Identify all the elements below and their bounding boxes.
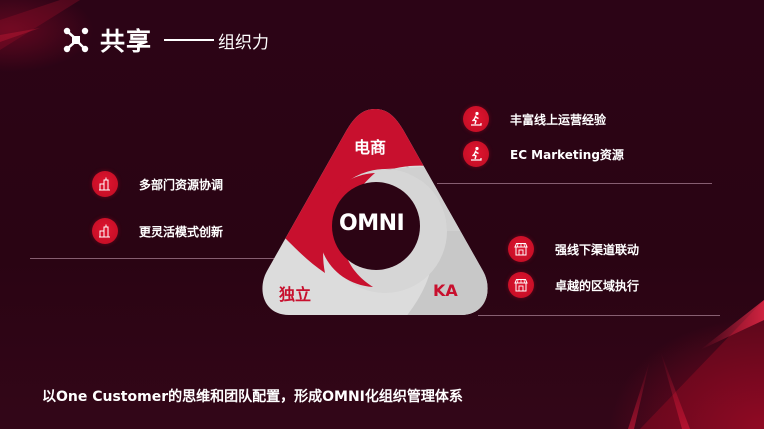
omni-center-label: OMNI [339, 211, 405, 236]
runner-icon [463, 106, 489, 132]
slide-header: 共享 组织力 [62, 22, 269, 58]
ecommerce-item-label: 丰富线上运营经验 [510, 112, 607, 127]
independent-item-2: 更灵活模式创新 [92, 218, 223, 244]
ecommerce-item-label: EC Marketing资源 [510, 147, 624, 162]
segment-label-ecommerce: 电商 [354, 138, 387, 157]
triangle-shape [262, 109, 488, 315]
ka-item-2: 卓越的区域执行 [508, 272, 639, 298]
buildings-icon [92, 171, 118, 197]
ka-item-label: 强线下渠道联动 [555, 242, 640, 257]
ka-item-label: 卓越的区域执行 [555, 278, 640, 293]
independent-item-label: 多部门资源协调 [139, 177, 224, 192]
segment-label-independent: 独立 [279, 285, 312, 304]
share-network-icon [63, 27, 89, 53]
independent-item-1: 多部门资源协调 [92, 171, 223, 197]
ecommerce-item-2: EC Marketing资源 [463, 141, 624, 167]
buildings-icon [92, 218, 118, 244]
summary-statement: 以One Customer的思维和团队配置，形成OMNI化组织管理体系 [42, 389, 463, 405]
ecommerce-item-1: 丰富线上运营经验 [463, 106, 606, 132]
divider-ecommerce [437, 183, 712, 184]
segment-label-ka: KA [433, 281, 458, 300]
omni-triangle-diagram: 电商 OMNI 独立 KA [255, 103, 495, 318]
divider-independent [30, 258, 280, 259]
ka-item-1: 强线下渠道联动 [508, 236, 639, 262]
page-title: 共享 [100, 27, 153, 56]
independent-item-label: 更灵活模式创新 [139, 224, 224, 239]
storefront-icon [508, 236, 534, 262]
runner-icon [463, 141, 489, 167]
divider-ka [478, 315, 720, 316]
page-subtitle: 组织力 [218, 32, 270, 53]
storefront-icon [508, 272, 534, 298]
title-dash [164, 39, 215, 41]
